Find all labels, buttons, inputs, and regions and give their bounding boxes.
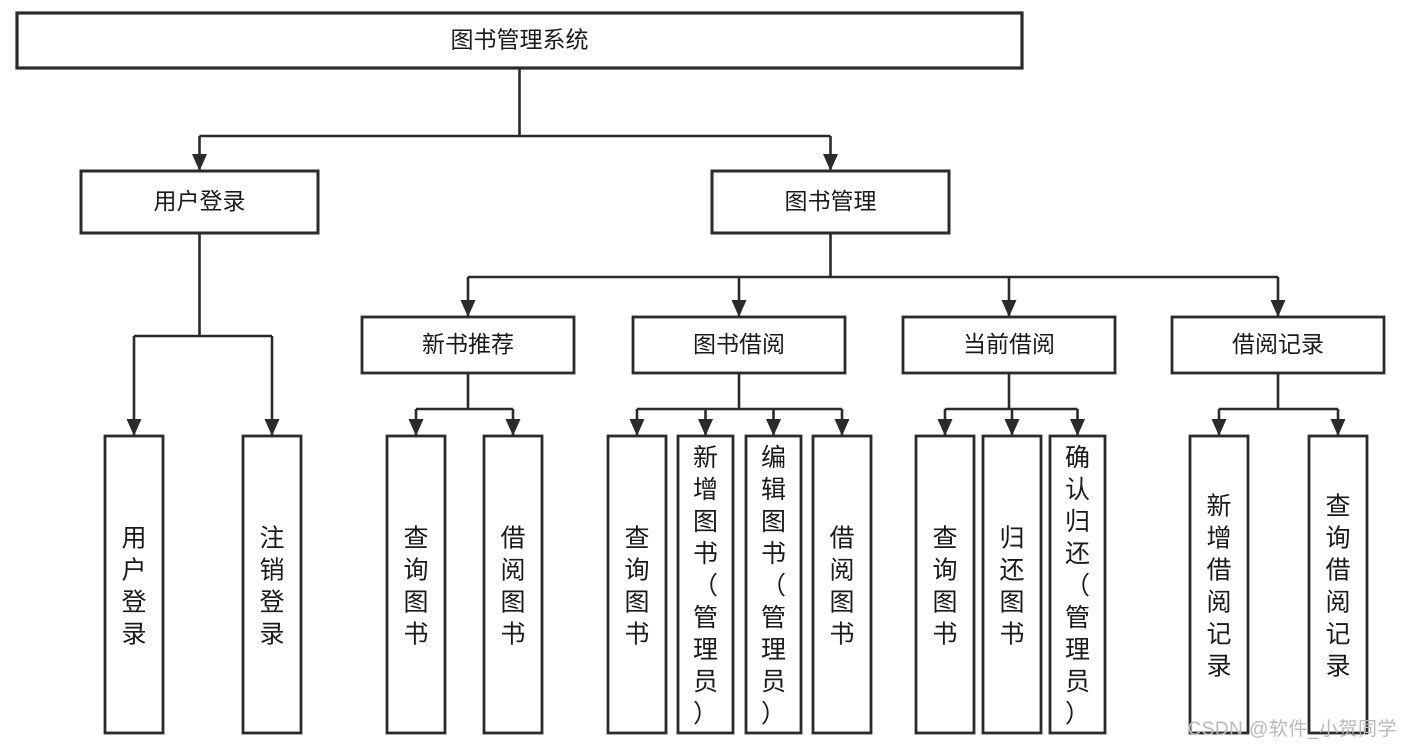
- node-label: 查询图书: [403, 525, 428, 649]
- node-box[interactable]: [79, 169, 320, 235]
- node-label: 编辑图书（管理员）: [761, 444, 786, 728]
- connector-e-login-split: [126, 233, 280, 436]
- node-label: 确认归还（管理员）: [1065, 444, 1090, 728]
- node-user-login[interactable]: 用户登录: [79, 169, 320, 235]
- node-label: 图书借阅: [693, 331, 785, 357]
- connector-e-root-split: [192, 68, 838, 171]
- node-box[interactable]: [482, 434, 544, 735]
- node-label: 借阅记录: [1232, 331, 1324, 357]
- node-label: 借阅图书: [500, 525, 525, 649]
- node-label: 借阅图书: [829, 525, 854, 649]
- node-label: 用户登录: [121, 525, 146, 649]
- connector-layer: [126, 68, 1346, 436]
- node-label: 新增图书（管理员）: [693, 444, 718, 728]
- node-box[interactable]: [811, 434, 873, 735]
- arrow-head-icon: [823, 154, 838, 171]
- node-box[interactable]: [360, 315, 576, 375]
- node-box[interactable]: [103, 434, 165, 735]
- arrow-head-icon: [937, 419, 953, 436]
- arrow-head-icon: [1330, 419, 1346, 436]
- node-box[interactable]: [15, 11, 1024, 70]
- arrow-head-icon: [698, 419, 713, 436]
- node-label: 当前借阅: [963, 331, 1055, 357]
- node-label: 注销登录: [259, 525, 284, 649]
- node-box[interactable]: [241, 434, 303, 735]
- node-label: 用户登录: [154, 188, 246, 214]
- node-layer: 图书管理系统用户登录图书管理新书推荐图书借阅当前借阅借阅记录用户登录注销登录查询…: [15, 11, 1386, 735]
- arrow-head-icon: [766, 419, 781, 436]
- arrow-head-icon: [629, 419, 645, 436]
- connector-e-borrow-split: [629, 373, 850, 436]
- arrow-head-icon: [1004, 419, 1020, 436]
- node-box[interactable]: [606, 434, 668, 735]
- node-label: 图书管理系统: [451, 27, 589, 53]
- node-label: 查询图书: [624, 525, 649, 649]
- node-leaf-user-login[interactable]: 用户登录: [103, 434, 165, 735]
- node-root[interactable]: 图书管理系统: [15, 11, 1024, 70]
- node-leaf-edit-book[interactable]: 编辑图书（管理员）: [744, 434, 803, 735]
- node-leaf-query-record[interactable]: 查询借阅记录: [1307, 434, 1369, 735]
- arrow-head-icon: [1211, 419, 1227, 436]
- node-borrow-record[interactable]: 借阅记录: [1170, 315, 1386, 375]
- node-box[interactable]: [1048, 434, 1107, 735]
- connector-e-record-split: [1211, 373, 1346, 436]
- node-box[interactable]: [1307, 434, 1369, 735]
- arrow-head-icon: [1070, 419, 1085, 436]
- connector-e-newbook-split: [408, 373, 521, 436]
- node-box[interactable]: [914, 434, 976, 735]
- node-label: 查询图书: [932, 525, 957, 649]
- node-leaf-return-book[interactable]: 归还图书: [981, 434, 1043, 735]
- node-leaf-borrow-book-1[interactable]: 借阅图书: [482, 434, 544, 735]
- node-box[interactable]: [744, 434, 803, 735]
- node-leaf-borrow-book-2[interactable]: 借阅图书: [811, 434, 873, 735]
- node-label: 新书推荐: [422, 331, 514, 357]
- node-leaf-confirm-return[interactable]: 确认归还（管理员）: [1048, 434, 1107, 735]
- node-leaf-add-record[interactable]: 新增借阅记录: [1188, 434, 1250, 735]
- arrow-head-icon: [192, 154, 207, 171]
- connector-e-manage-split: [460, 233, 1286, 317]
- arrow-head-icon: [731, 300, 747, 317]
- arrow-head-icon: [408, 419, 424, 436]
- arrow-head-icon: [834, 419, 850, 436]
- arrow-head-icon: [505, 419, 521, 436]
- node-box[interactable]: [631, 315, 847, 375]
- node-label: 查询借阅记录: [1325, 493, 1350, 681]
- connector-e-current-split: [937, 373, 1085, 436]
- node-book-borrow[interactable]: 图书借阅: [631, 315, 847, 375]
- arrow-head-icon: [126, 419, 142, 436]
- node-label: 归还图书: [999, 525, 1024, 649]
- node-box[interactable]: [1188, 434, 1250, 735]
- node-box[interactable]: [710, 169, 951, 235]
- node-box[interactable]: [901, 315, 1117, 375]
- node-new-book-rec[interactable]: 新书推荐: [360, 315, 576, 375]
- node-leaf-logout[interactable]: 注销登录: [241, 434, 303, 735]
- node-leaf-query-book-2[interactable]: 查询图书: [606, 434, 668, 735]
- csdn-watermark: CSDN @软件_小贺同学: [1187, 719, 1397, 740]
- node-box[interactable]: [981, 434, 1043, 735]
- node-label: 新增借阅记录: [1206, 493, 1231, 681]
- node-leaf-query-book-1[interactable]: 查询图书: [385, 434, 447, 735]
- node-box[interactable]: [385, 434, 447, 735]
- node-book-manage[interactable]: 图书管理: [710, 169, 951, 235]
- node-leaf-add-book[interactable]: 新增图书（管理员）: [676, 434, 735, 735]
- node-leaf-query-book-3[interactable]: 查询图书: [914, 434, 976, 735]
- arrow-head-icon: [1001, 300, 1017, 317]
- node-current-borrow[interactable]: 当前借阅: [901, 315, 1117, 375]
- arrow-head-icon: [1270, 300, 1286, 317]
- arrow-head-icon: [264, 419, 280, 436]
- node-box[interactable]: [1170, 315, 1386, 375]
- node-label: 图书管理: [785, 188, 877, 214]
- arrow-head-icon: [460, 300, 476, 317]
- node-box[interactable]: [676, 434, 735, 735]
